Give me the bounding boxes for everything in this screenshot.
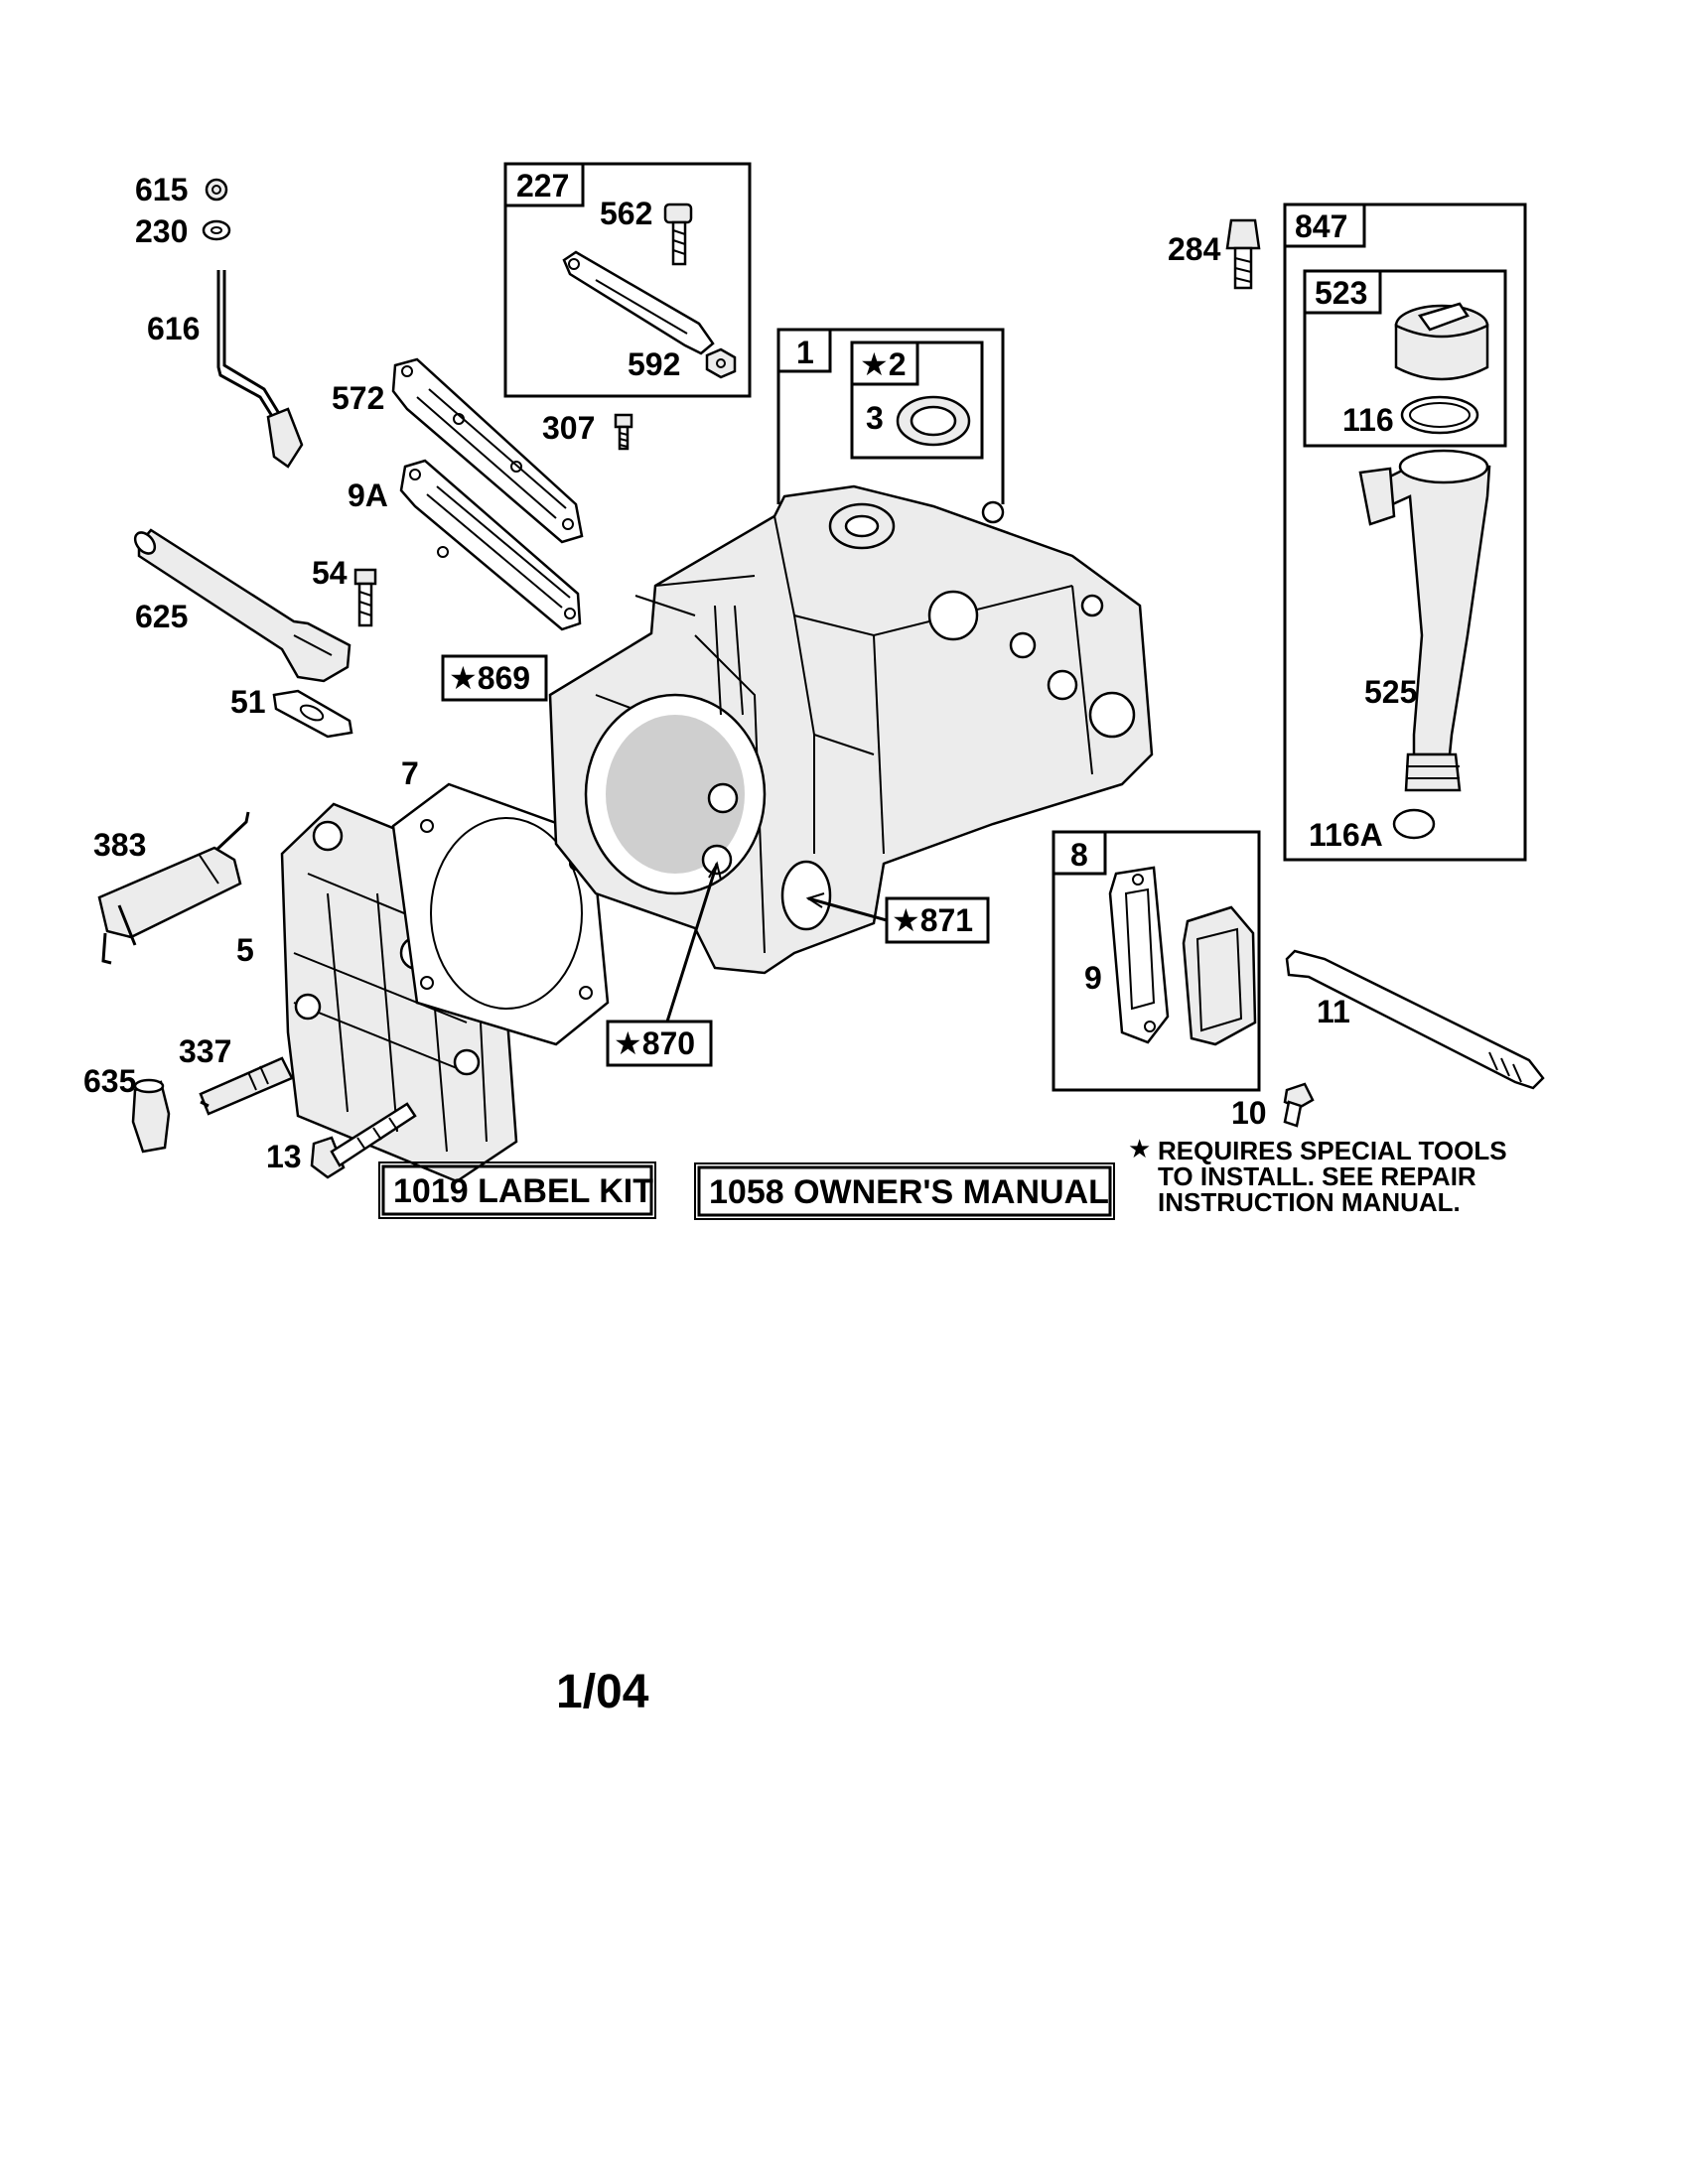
part-230-washer [202,219,231,241]
part-1-crankcase [548,484,1154,975]
label-7: 7 [401,755,419,791]
part-284-bolt [1225,218,1261,290]
label-625: 625 [135,599,188,634]
label-615: 615 [135,172,188,207]
label-572: 572 [332,380,384,416]
label-230: 230 [135,213,188,249]
label-116A: 116A [1309,817,1383,853]
part-227-lever [562,250,715,355]
part-307-screw [614,413,633,451]
kit-box-227 [503,162,752,398]
note-line-1: REQUIRES SPECIAL TOOLS [1158,1136,1507,1165]
kit-box-1 [776,328,1005,504]
label-307: 307 [542,410,595,446]
callout-box-870 [606,861,722,1067]
note-line-2: TO INSTALL. SEE REPAIR [1158,1161,1476,1191]
part-9-gasket [1108,866,1170,1044]
label-383: 383 [93,827,146,863]
label-635: 635 [83,1063,136,1099]
label-592: 592 [628,346,680,382]
kit-box-8 [1052,830,1261,1092]
part-116A-o-ring [1392,808,1436,840]
box-label-870: ★870 [614,1025,695,1061]
label-3: 3 [866,400,884,436]
part-8-cover [1182,905,1257,1046]
label-13: 13 [266,1139,302,1174]
label-11: 11 [1317,994,1350,1029]
kit-label-kit: 1019 LABEL KIT [393,1172,653,1210]
box-label-1: 1 [796,335,814,370]
part-635-boot [131,1078,171,1154]
box-label-869: ★869 [449,660,530,696]
label-284: 284 [1168,231,1221,267]
note-star-icon: ★ [1128,1134,1151,1163]
label-9A: 9A [348,478,388,513]
label-51: 51 [230,684,266,720]
part-51-gasket [272,689,353,739]
callout-box-869 [441,654,548,702]
part-525-dipstick-tube [1358,449,1491,792]
box-label-227: 227 [516,168,569,204]
part-592-nut [705,347,737,379]
label-616: 616 [147,311,200,346]
label-54: 54 [312,555,348,591]
label-9: 9 [1084,960,1102,996]
part-625-tube [133,528,351,683]
label-5: 5 [236,932,254,968]
callout-box-871 [805,892,990,944]
part-562-screw [663,203,693,266]
kit-owners-manual-box [694,1162,1115,1220]
box-label-871: ★871 [892,902,973,938]
part-616-shaft [216,270,304,469]
kit-label-kit-box [378,1161,656,1219]
label-116: 116 [1342,402,1394,438]
kit-box-847 [1283,203,1527,862]
part-10-screw [1283,1082,1315,1128]
box-label-847: 847 [1295,208,1347,244]
label-10: 10 [1231,1095,1267,1131]
label-525: 525 [1364,674,1417,710]
kit-owners-manual: 1058 OWNER'S MANUAL [709,1173,1109,1211]
note-line-3: INSTRUCTION MANUAL. [1158,1187,1461,1217]
part-54-screw [353,568,377,627]
box-label-8: 8 [1070,837,1088,873]
part-572-gasket [391,357,584,544]
part-13-bolt [310,1102,417,1179]
part-337-spark-plug [199,1056,294,1116]
box-label-2: ★2 [860,346,906,382]
footer-date: 1/04 [556,1666,649,1718]
part-383-tube [97,811,250,965]
part-116-o-ring [1400,395,1479,435]
box-label-523: 523 [1315,275,1367,311]
label-562: 562 [600,196,652,231]
part-11-rod [1285,949,1545,1090]
part-615-nut [205,178,228,202]
part-3-seal [896,395,971,447]
part-7-head-gasket [391,782,610,1046]
part-9A-gasket [399,459,582,631]
label-337: 337 [179,1033,231,1069]
part-523-dipstick-cap [1394,302,1489,381]
